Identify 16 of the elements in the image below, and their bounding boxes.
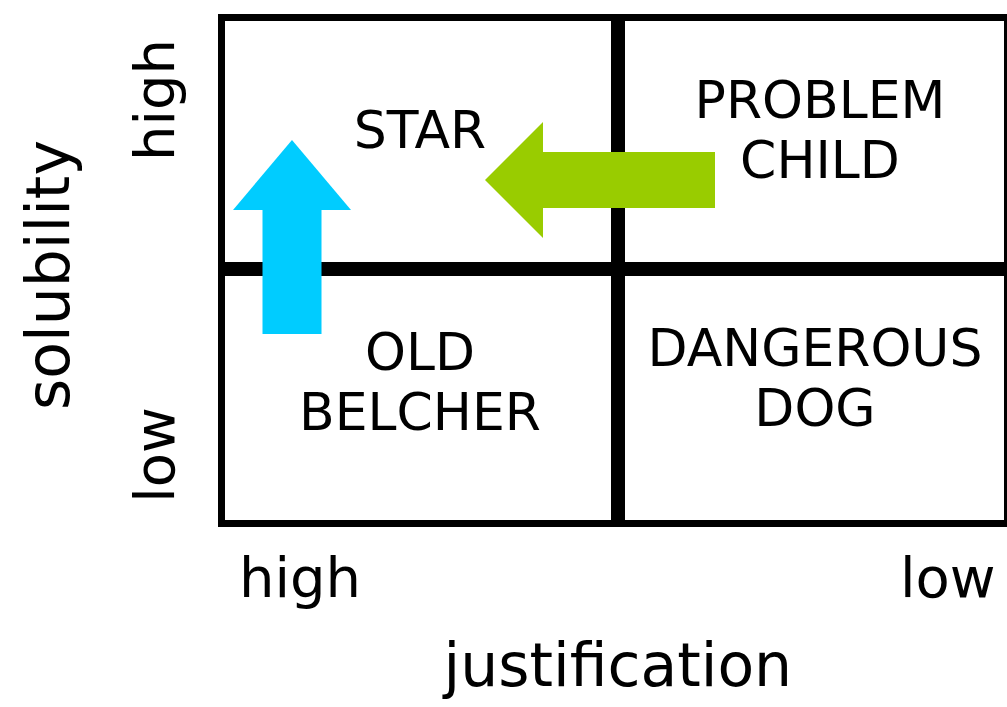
quadrant-label: OLD BELCHER <box>298 322 542 442</box>
axis-title: justification <box>443 633 793 697</box>
quadrant-cell <box>218 262 625 527</box>
axis-tick-label: high <box>123 38 188 162</box>
quadrant-label: DANGEROUS DOG <box>646 318 984 438</box>
axis-tick-label: low <box>900 546 996 610</box>
quadrant-cell <box>611 14 1007 276</box>
quadrant-cell <box>218 14 625 276</box>
quadrant-cell <box>611 262 1007 527</box>
axis-title: solubility <box>15 140 80 410</box>
block-arrow <box>485 122 715 238</box>
quadrant-label: PROBLEM CHILD <box>693 70 947 190</box>
quadrant-label: STAR <box>352 100 488 160</box>
axis-tick-label: high <box>239 546 362 610</box>
axis-tick-label: low <box>122 407 187 503</box>
block-arrow <box>233 140 351 334</box>
